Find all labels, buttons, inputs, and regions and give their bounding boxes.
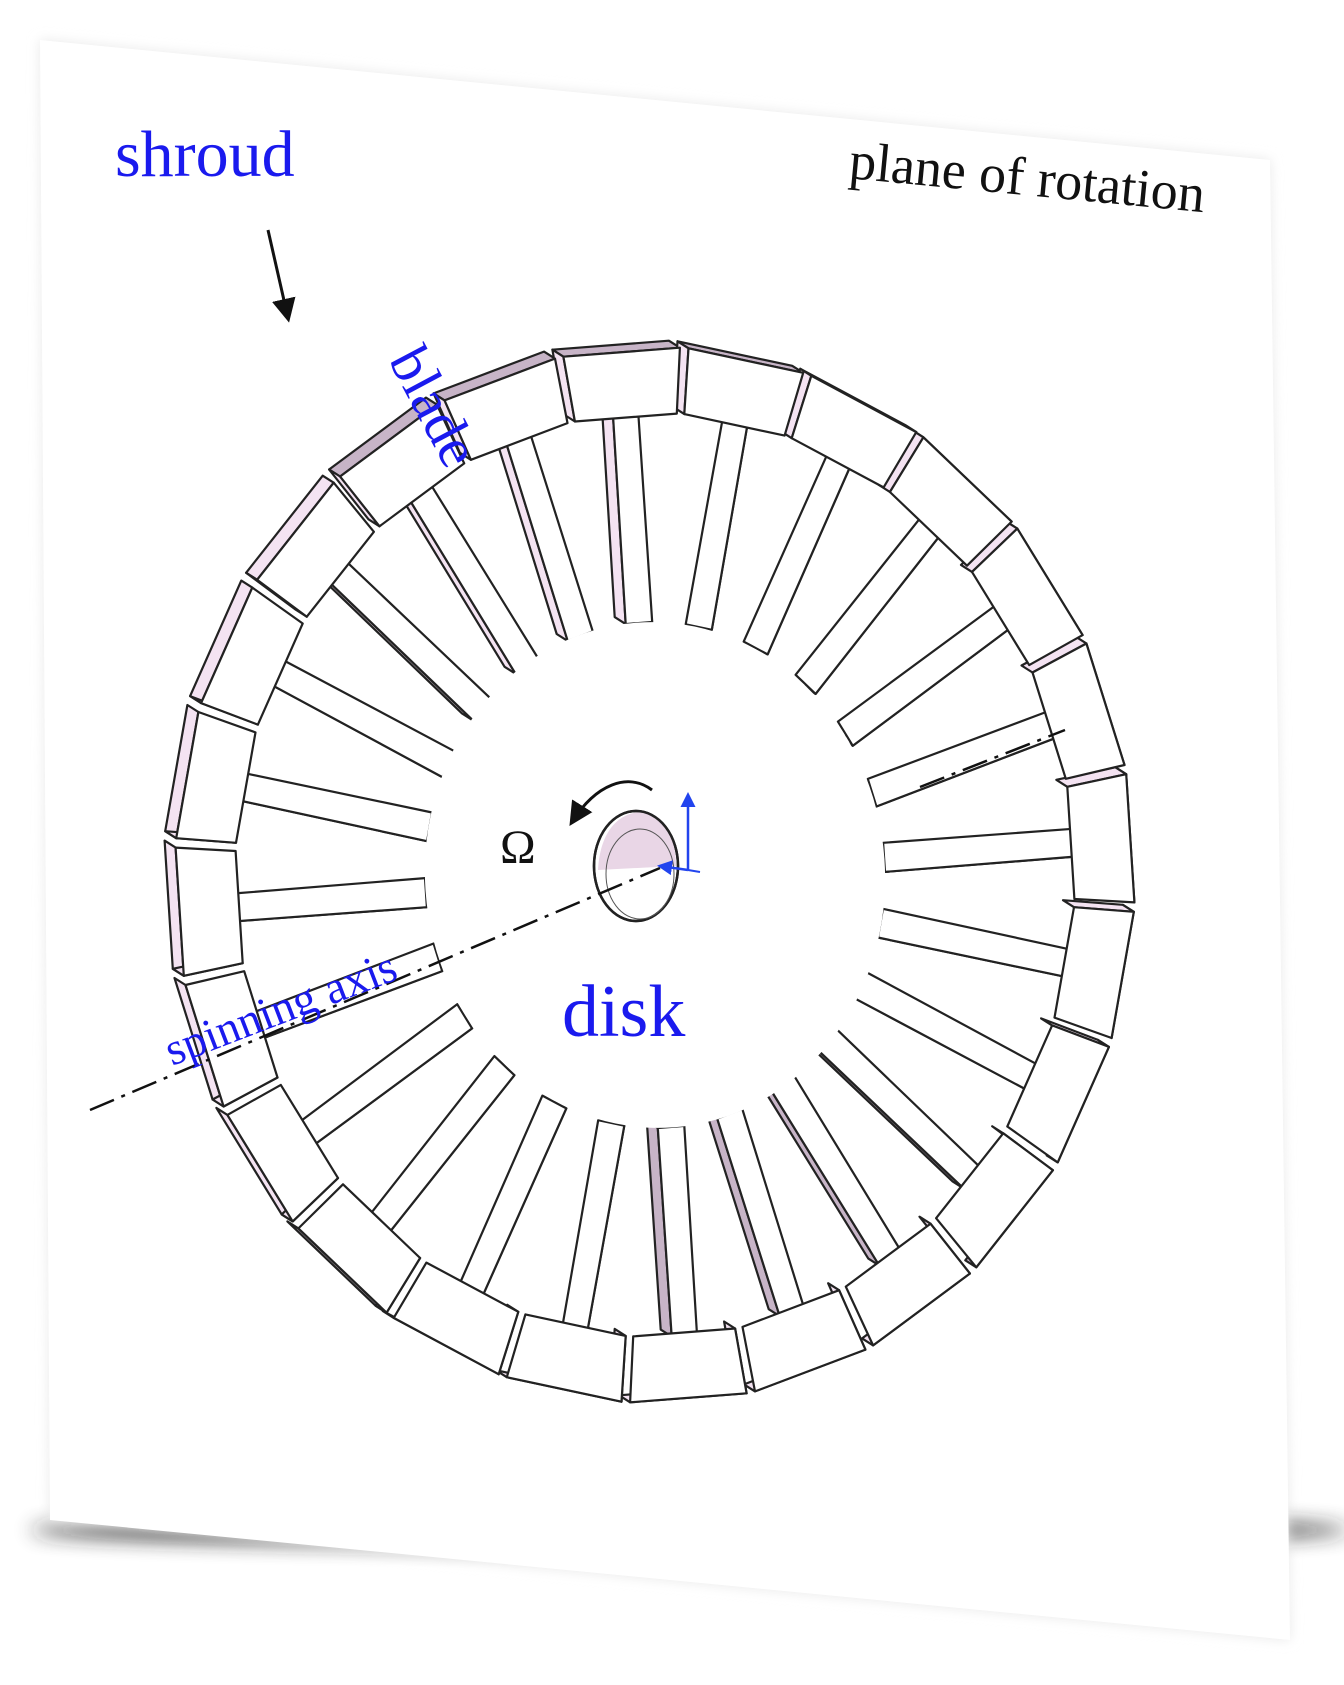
coordinate-axes-icon xyxy=(657,792,701,876)
shroud-label: shroud xyxy=(115,118,295,191)
shroud-front-face xyxy=(934,1132,1055,1269)
shroud-front-face xyxy=(741,1289,867,1393)
disk-label: disk xyxy=(562,971,685,1053)
shroud-front-face xyxy=(683,347,805,437)
shroud-front-face xyxy=(200,586,304,726)
shroud-front-face xyxy=(174,846,244,977)
rotation-arrow xyxy=(569,780,653,827)
shroud-front-face xyxy=(970,527,1084,667)
shroud-front-face xyxy=(505,1313,627,1403)
shroud-pointer-arrow xyxy=(266,229,296,323)
omega-label: Ω xyxy=(500,821,536,874)
shroud-front-face xyxy=(256,481,375,618)
shroud-front-face xyxy=(175,710,257,844)
shroud-front-face xyxy=(443,357,569,461)
shroud-front-face xyxy=(1066,773,1136,904)
shroud-front-face xyxy=(184,970,279,1108)
hub-hole xyxy=(592,809,680,923)
shroud-front-face xyxy=(790,374,918,489)
shroud-front-face xyxy=(339,403,466,528)
shroud-front-face xyxy=(844,1222,972,1347)
shroud-front-face xyxy=(297,1183,422,1314)
bladed-disk xyxy=(163,339,1136,1404)
shroud-front-face xyxy=(1053,906,1135,1040)
shroud-front-face xyxy=(562,346,682,423)
shroud-front-face xyxy=(628,1327,748,1404)
shroud-front-face xyxy=(1031,642,1126,780)
shroud-front-face xyxy=(226,1083,340,1223)
shroud-front-face xyxy=(888,436,1013,567)
shroud-front-face xyxy=(1006,1024,1111,1164)
spinning-axis-line xyxy=(89,728,1066,1112)
shroud-front-face xyxy=(392,1261,520,1376)
